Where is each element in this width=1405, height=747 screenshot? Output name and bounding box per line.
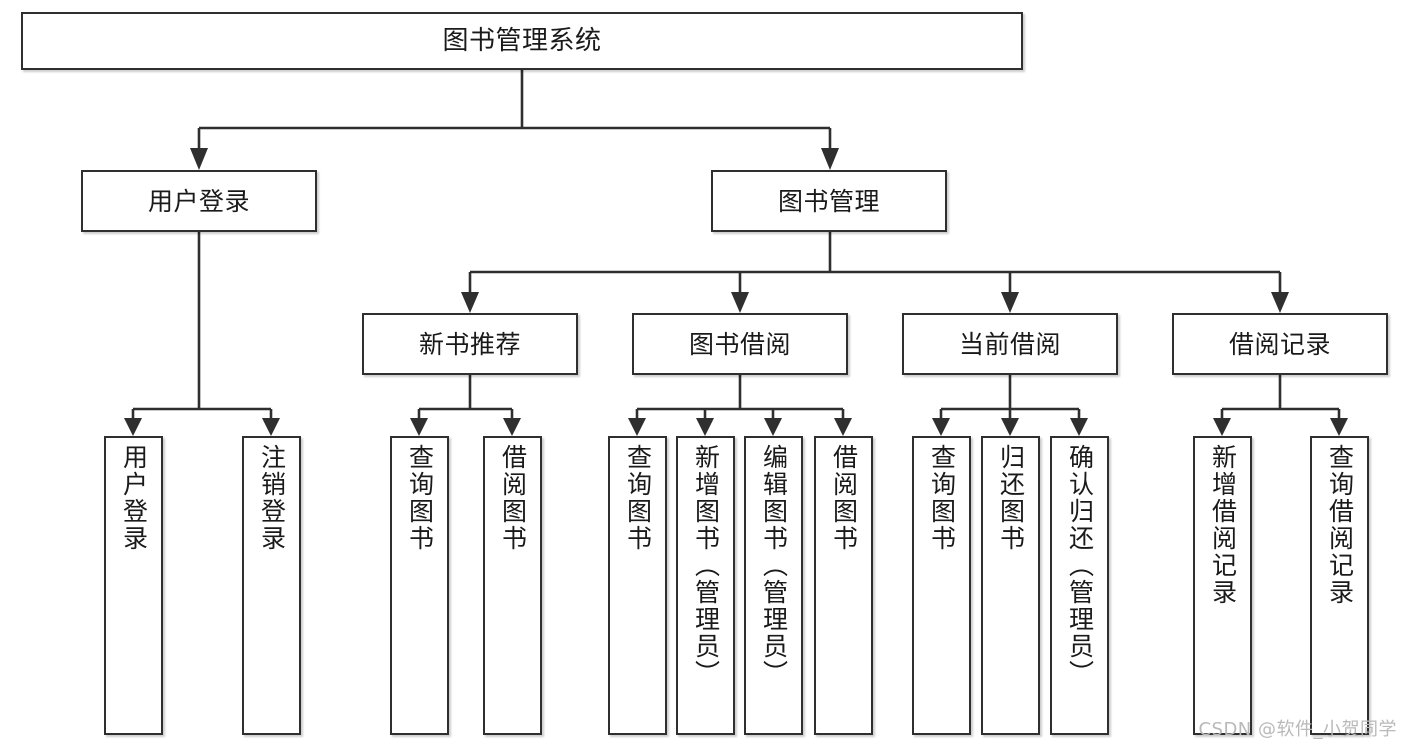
node-label: 查询图书 [405, 444, 435, 552]
leaf-confirm-return-admin[interactable]: 确认归还（管理员） [1050, 436, 1109, 735]
leaf-add-borrow-record[interactable]: 新增借阅记录 [1193, 436, 1252, 735]
node-label: 新增图书（管理员） [691, 444, 721, 687]
leaf-return-book[interactable]: 归还图书 [981, 436, 1040, 735]
node-label: 借阅记录 [1228, 329, 1331, 359]
leaf-query-book-borrow[interactable]: 查询图书 [608, 436, 667, 735]
leaf-logout[interactable]: 注销登录 [242, 436, 301, 735]
node-label: 用户登录 [119, 444, 149, 552]
node-label: 新书推荐 [418, 329, 521, 359]
leaf-borrow-book-new-recommend[interactable]: 借阅图书 [483, 436, 542, 735]
leaf-edit-book-admin[interactable]: 编辑图书（管理员） [744, 436, 803, 735]
node-label: 用户登录 [147, 186, 250, 216]
node-user-login[interactable]: 用户登录 [81, 170, 317, 232]
node-borrow-record[interactable]: 借阅记录 [1172, 313, 1388, 375]
watermark: CSDN @软件_小贺同学 [1198, 719, 1397, 740]
node-current-borrow[interactable]: 当前借阅 [902, 313, 1118, 375]
leaf-query-book-current[interactable]: 查询图书 [912, 436, 971, 735]
node-label: 确认归还（管理员） [1065, 444, 1095, 687]
node-label: 借阅图书 [829, 444, 859, 552]
leaf-query-borrow-record[interactable]: 查询借阅记录 [1310, 436, 1369, 735]
node-label: 当前借阅 [958, 329, 1061, 359]
node-root-book-management-system[interactable]: 图书管理系统 [21, 12, 1023, 70]
node-label: 编辑图书（管理员） [759, 444, 789, 687]
node-label: 新增借阅记录 [1208, 444, 1238, 606]
node-label: 图书借阅 [688, 329, 791, 359]
node-label: 查询借阅记录 [1325, 444, 1355, 606]
leaf-borrow-book[interactable]: 借阅图书 [814, 436, 873, 735]
leaf-query-book-new-recommend[interactable]: 查询图书 [390, 436, 449, 735]
node-label: 查询图书 [927, 444, 957, 552]
node-label: 查询图书 [623, 444, 653, 552]
node-book-borrow[interactable]: 图书借阅 [632, 313, 848, 375]
node-book-management[interactable]: 图书管理 [711, 170, 947, 232]
node-label: 图书管理系统 [442, 25, 602, 56]
leaf-user-login[interactable]: 用户登录 [104, 436, 163, 735]
leaf-add-book-admin[interactable]: 新增图书（管理员） [676, 436, 735, 735]
node-label: 借阅图书 [498, 444, 528, 552]
node-label: 注销登录 [257, 444, 287, 552]
node-label: 图书管理 [777, 186, 880, 216]
node-new-book-recommend[interactable]: 新书推荐 [362, 313, 578, 375]
node-label: 归还图书 [996, 444, 1026, 552]
